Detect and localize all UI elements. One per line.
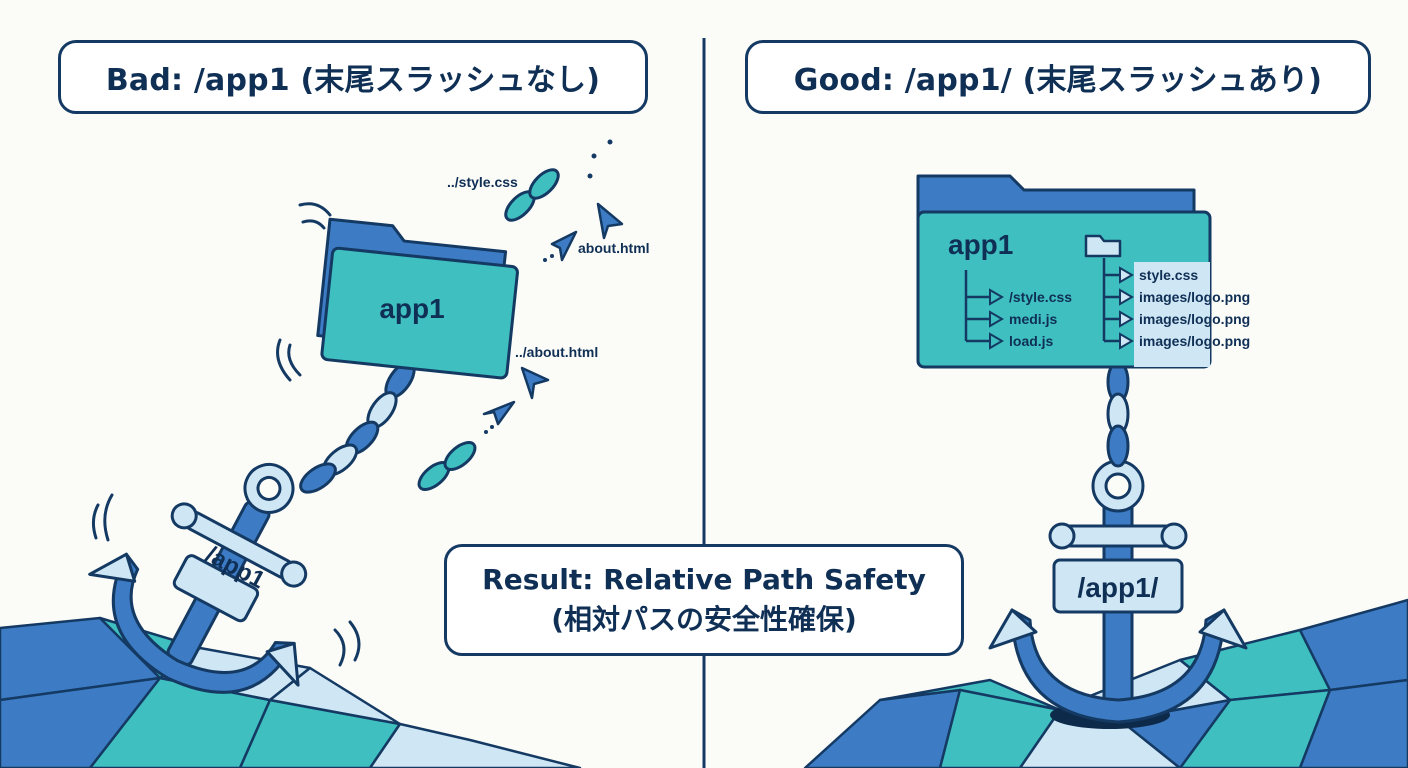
seabed-left <box>0 616 582 768</box>
cursor-icons-left <box>482 202 624 426</box>
anchor-right-tag: /app1/ <box>1078 572 1159 603</box>
folder-left-name: app1 <box>379 293 444 324</box>
folder-left-icon <box>316 217 519 380</box>
anchor-left-icon <box>88 462 308 694</box>
tree-right <box>1102 258 1120 343</box>
tree-right-arrows <box>1119 266 1134 350</box>
tree-left-arrows <box>989 288 1004 350</box>
folder-right-icon <box>916 174 1212 369</box>
broken-link-icon-bottom <box>417 441 477 491</box>
result-box: Result: Relative Path Safety (相対パスの安全性確保… <box>444 544 964 656</box>
shake-lines-left <box>91 202 361 667</box>
file-right-3: images/logo.png <box>1139 311 1250 327</box>
anchor-right-icon <box>988 459 1248 724</box>
link-parent-about-html: ../about.html <box>515 344 598 360</box>
result-line-2: (相対パスの安全性確保) <box>551 603 857 636</box>
chain-right <box>1106 360 1130 468</box>
file-right-1: style.css <box>1139 267 1198 283</box>
file-left-1: /style.css <box>1009 289 1072 305</box>
bad-heading: Bad: /app1 (末尾スラッシュなし) <box>58 40 648 114</box>
folder-right-name: app1 <box>948 229 1013 260</box>
tree-left <box>964 270 990 343</box>
subfolder-icon <box>1084 234 1122 258</box>
link-style-css: ../style.css <box>447 174 518 190</box>
chain-left <box>299 361 416 494</box>
broken-link-icon-top <box>504 168 560 222</box>
link-about-html: about.html <box>578 240 650 256</box>
file-left-3: load.js <box>1009 333 1054 349</box>
file-right-2: images/logo.png <box>1139 289 1250 305</box>
file-right-4: images/logo.png <box>1139 333 1250 349</box>
result-line-1: Result: Relative Path Safety <box>482 563 926 596</box>
good-heading: Good: /app1/ (末尾スラッシュあり) <box>745 40 1371 114</box>
dot-trails-left <box>484 139 613 434</box>
file-left-2: medi.js <box>1009 311 1057 327</box>
